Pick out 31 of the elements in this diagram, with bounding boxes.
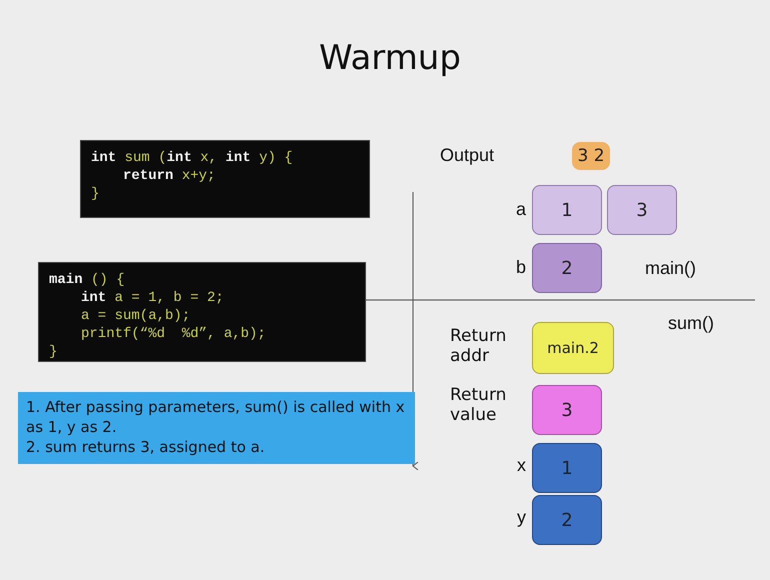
variable-label: a [514,199,526,221]
code-line: } [91,185,100,203]
slide-title: Warmup [318,38,462,78]
frame-label: main() [645,258,696,279]
variable-label: Return value [450,385,508,426]
memory-cell: 3 [607,185,677,235]
code-line: printf(“%d %d”, a,b); [80,325,266,343]
memory-cell: 3 [532,385,602,435]
code-block [38,262,366,362]
code-line: return x+y; [122,167,216,185]
code-line: int a = 1, b = 2; [80,289,224,307]
memory-cell: 1 [532,185,602,235]
memory-cell: 1 [532,443,602,493]
variable-label: x [516,455,526,477]
code-line: int sum (int x, int y) { [91,149,293,167]
memory-cell: 2 [532,243,602,293]
variable-label: Return addr [450,326,508,367]
code-block [80,140,370,218]
code-line: } [49,343,58,361]
code-line: a = sum(a,b); [80,307,190,325]
output-cell: 3 2 [572,142,610,170]
frame-label: sum() [668,313,714,334]
frame-label: Output [440,145,494,166]
note-box [18,392,415,464]
note-text: 2. sum returns 3, assigned to a. [26,437,266,457]
note-text: 1. After passing parameters, sum() is called with x as 1, y as 2. [26,397,406,437]
variable-label: b [514,257,526,279]
code-line: main () { [49,271,125,289]
variable-label: y [516,507,526,529]
memory-cell: 2 [532,495,602,545]
memory-cell: main.2 [532,322,614,374]
